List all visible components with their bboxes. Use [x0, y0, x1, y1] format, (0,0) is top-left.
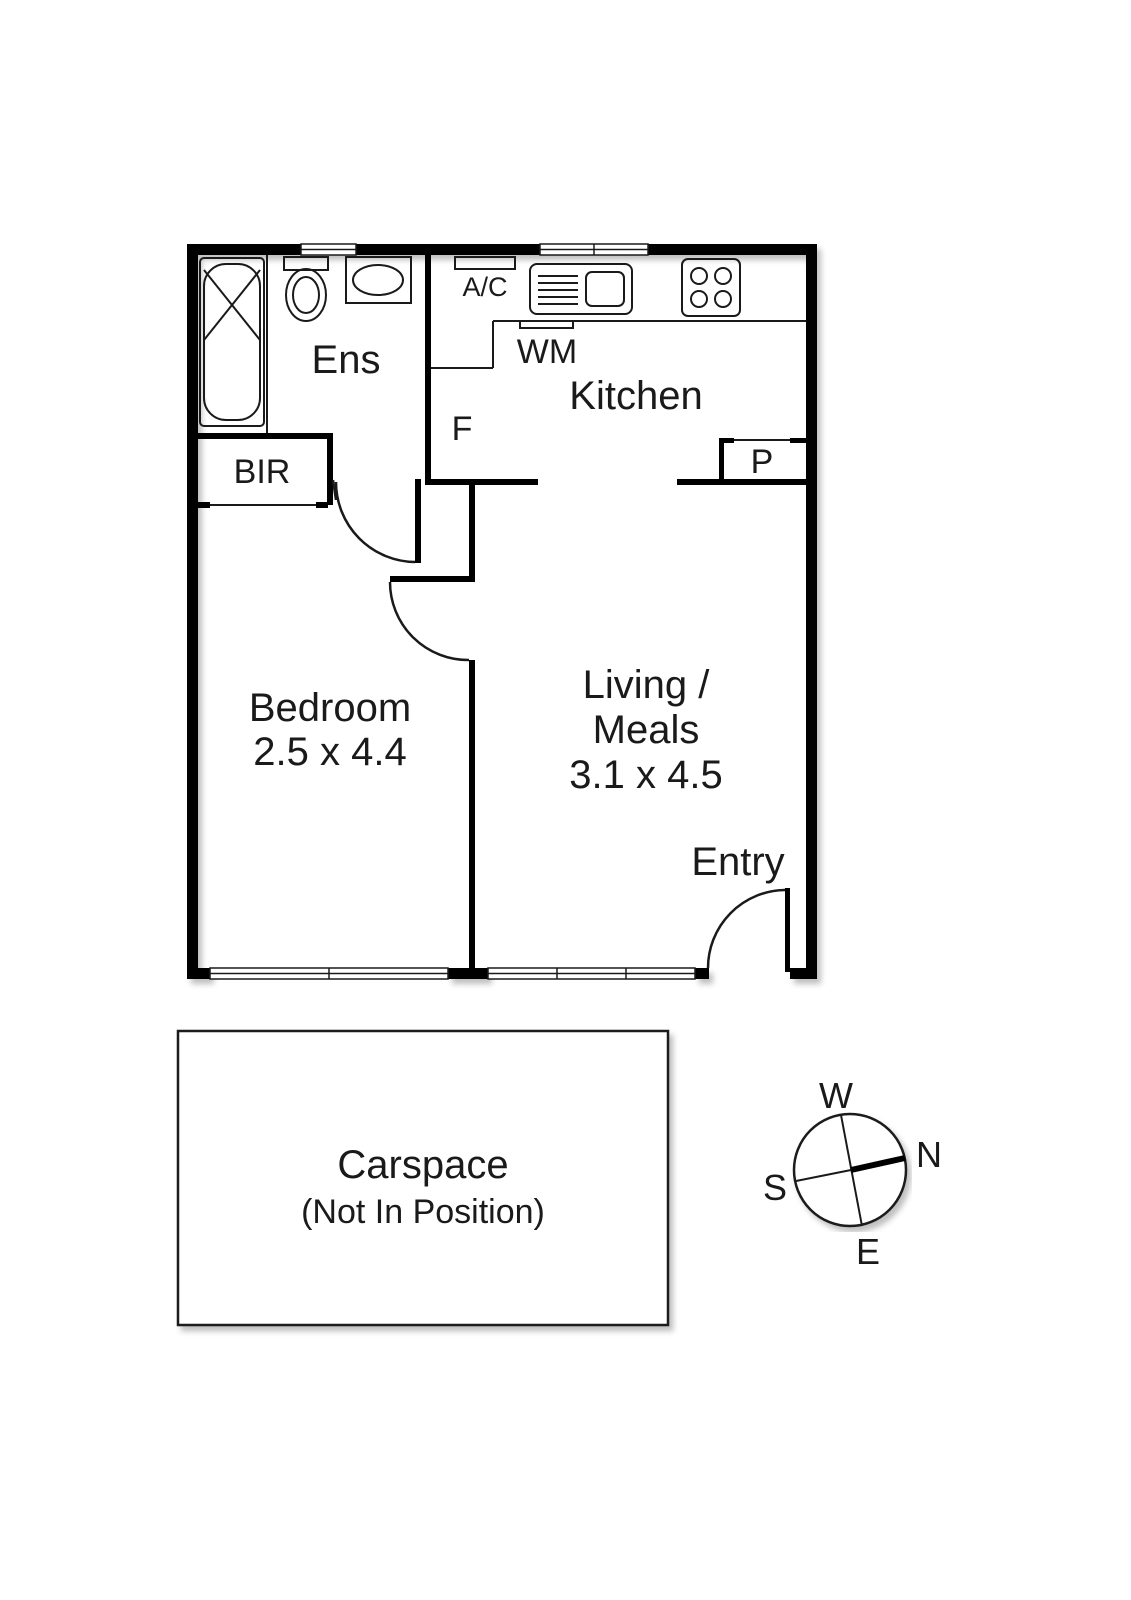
ensuite-label: Ens: [312, 338, 381, 382]
carspace-box: Carspace (Not In Position): [176, 1029, 670, 1327]
bir-label: BIR: [234, 453, 291, 491]
fridge-label: F: [452, 410, 473, 448]
compass-south: S: [763, 1167, 787, 1208]
compass-east: E: [856, 1231, 880, 1272]
kitchen-label: Kitchen: [569, 374, 702, 418]
compass-west: W: [819, 1075, 853, 1116]
carspace-note: (Not In Position): [301, 1193, 545, 1231]
living-size: 3.1 x 4.5: [569, 753, 722, 797]
pantry-label: P: [751, 443, 774, 481]
living-label-line2: Meals: [593, 708, 700, 752]
air-conditioner-unit: [454, 256, 516, 270]
washing-machine-label: WM: [517, 333, 577, 371]
cooktop: [681, 258, 741, 317]
compass-rose: W N S E: [763, 1075, 942, 1272]
entry-label: Entry: [691, 840, 784, 884]
windows: [209, 243, 696, 980]
sink: [529, 263, 633, 315]
compass-north: N: [916, 1134, 942, 1175]
washing-machine-unit: [519, 320, 574, 329]
bedroom-size: 2.5 x 4.4: [253, 730, 406, 774]
carspace-title: Carspace: [337, 1143, 508, 1187]
living-label-line1: Living /: [583, 663, 711, 707]
vanity-basin: [345, 256, 412, 304]
bathtub: [199, 257, 265, 427]
doors: [331, 479, 786, 969]
interior-walls: [198, 255, 806, 972]
bedroom-label: Bedroom: [249, 686, 411, 730]
outer-walls: [187, 244, 817, 979]
air-conditioner-label: A/C: [462, 272, 507, 302]
toilet: [283, 256, 329, 322]
